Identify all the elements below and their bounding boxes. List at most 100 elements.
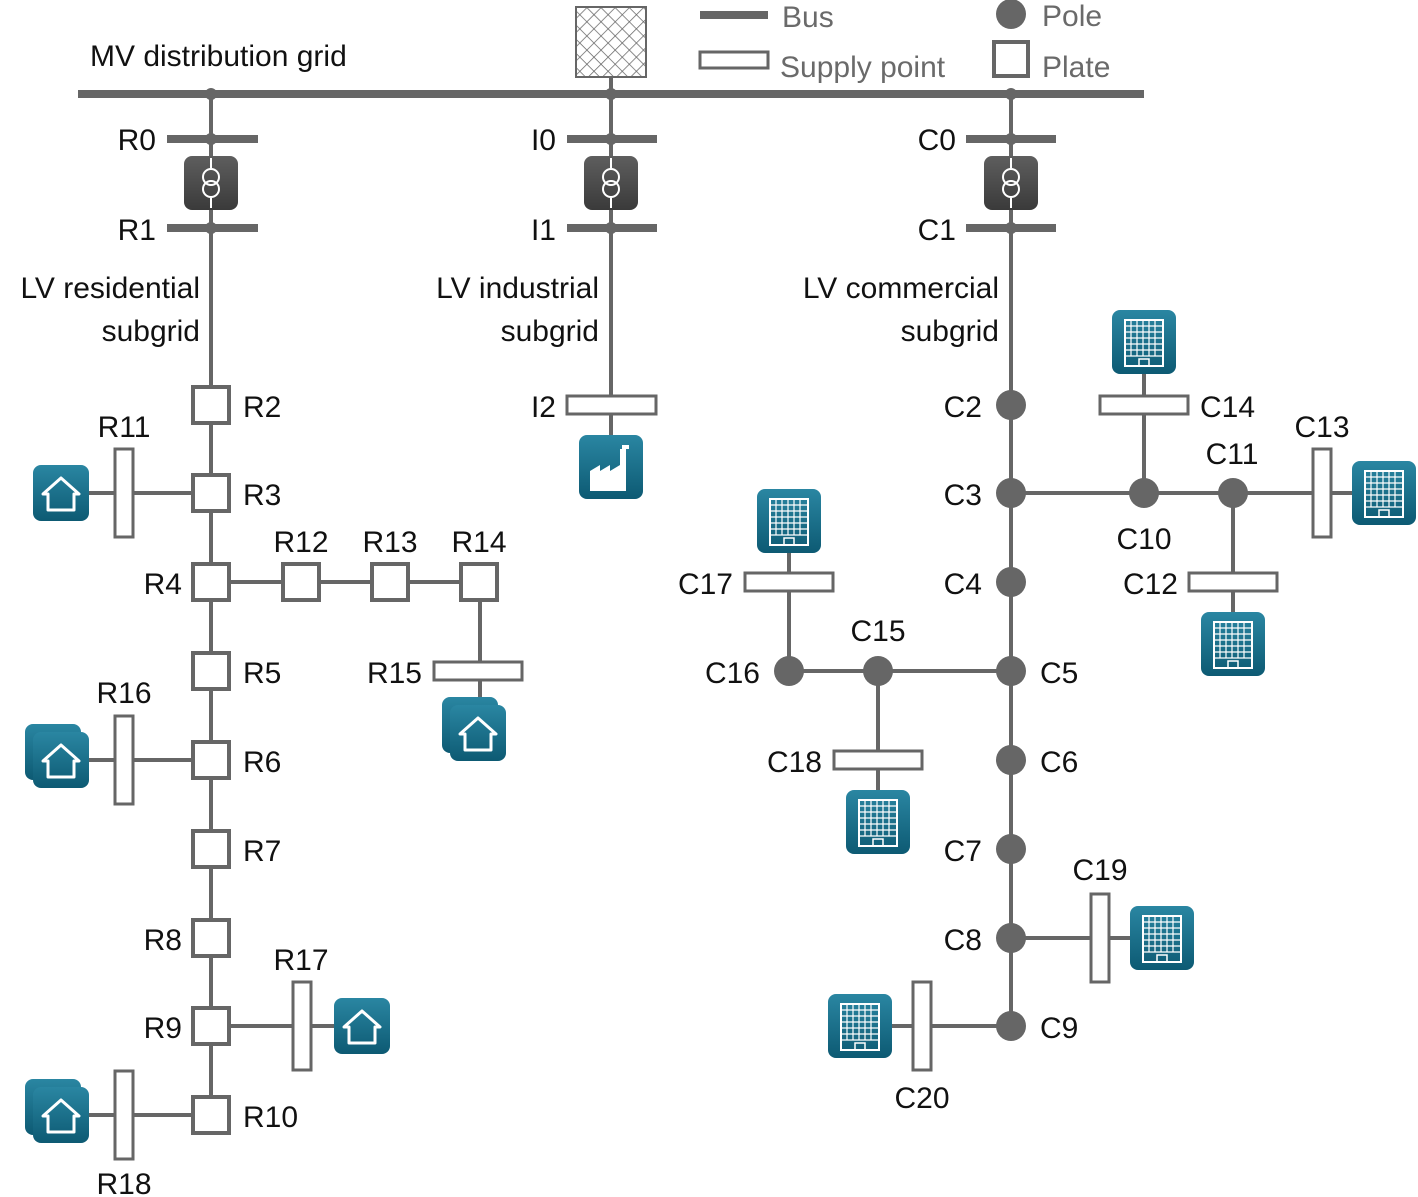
node-label-R14: R14 [451,526,506,559]
legend-supply-swatch [698,50,770,70]
legend: Bus Supply point Pole Plate [698,0,1110,84]
legend-plate-label: Plate [1042,51,1110,84]
node-label-C9: C9 [1040,1012,1078,1045]
pole-C11 [1218,478,1248,508]
supply-point-C19 [1089,892,1111,984]
plate-R2 [191,385,231,425]
plate-R3 [191,473,231,513]
office-building-icon [1351,460,1417,526]
node-label-R18: R18 [96,1168,151,1197]
plate-R14 [459,562,499,602]
plate-R8 [191,918,231,958]
pole-C7 [996,834,1026,864]
factory-icon [579,435,643,499]
office-building-icon [1111,309,1177,375]
node-label-C3: C3 [944,479,982,512]
residential-supply-points [113,447,524,1161]
legend-supply-label: Supply point [780,51,946,84]
supply-point-R16 [113,714,135,806]
node-label-R11: R11 [98,411,151,444]
commercial-poles [774,390,1248,1041]
pole-C4 [996,567,1026,597]
supply-point-C14 [1098,394,1190,416]
pole-C2 [996,390,1026,420]
node-label-R6: R6 [243,746,281,779]
supply-point-R15 [432,660,524,682]
node-label-C10: C10 [1116,523,1171,556]
node-label-R16: R16 [96,677,151,710]
node-label-C20: C20 [894,1082,949,1115]
supply-point-C20 [911,980,933,1072]
subgrid-label-residential-2: subgrid [102,315,200,348]
office-building-icon [845,789,911,855]
node-label-R2: R2 [243,391,281,424]
house-icon [31,463,91,523]
node-label-R15: R15 [367,657,422,690]
supply-point-I2 [565,394,658,416]
supply-point-R18 [113,1069,135,1161]
node-label-R12: R12 [273,526,328,559]
node-label-C16: C16 [705,657,760,690]
supply-point-R17 [291,980,313,1072]
subgrid-label-industrial: LV industrial [436,272,599,305]
node-label-R10: R10 [243,1101,298,1134]
node-label-C14: C14 [1200,391,1255,424]
plate-R5 [191,651,231,691]
legend-pole-swatch [996,0,1026,29]
subgrid-label-commercial: LV commercial [803,272,999,305]
node-label-R3: R3 [243,479,281,512]
commercial-wires [787,374,1352,1028]
node-label-C17: C17 [678,568,733,601]
plate-R7 [191,829,231,869]
transformer-icon [983,155,1039,211]
pole-C8 [996,923,1026,953]
node-label-C12: C12 [1123,568,1178,601]
node-label-R4: R4 [144,568,182,601]
pole-C6 [996,745,1026,775]
node-label-I2: I2 [531,391,556,424]
node-label-C6: C6 [1040,746,1078,779]
plate-R10 [191,1095,231,1135]
house-icon [31,730,91,790]
node-label-C18: C18 [767,746,822,779]
junction-dots [205,88,1017,234]
legend-plate-swatch [992,40,1030,78]
subgrid-label-commercial-2: subgrid [901,315,999,348]
node-label-R8: R8 [144,924,182,957]
supply-point-C12 [1187,571,1279,593]
pole-C3 [996,478,1026,508]
node-label-C15: C15 [850,615,905,648]
pole-C16 [774,656,804,686]
office-building-icon [756,488,822,554]
pole-C5 [996,656,1026,686]
supply-point-C17 [743,571,835,593]
hatched-square-icon [575,6,647,78]
plate-R4 [191,562,231,602]
office-building-icon [1200,611,1266,677]
node-label-I0: I0 [531,124,556,157]
plate-R6 [191,740,231,780]
node-label-R0: R0 [118,124,156,157]
transformer-icon [183,155,239,211]
plate-R13 [370,562,410,602]
legend-bus-label: Bus [782,1,834,34]
supply-point-C18 [832,749,924,771]
supply-point-C13 [1311,447,1333,539]
transformer-icon [583,155,639,211]
node-label-C13: C13 [1294,411,1349,444]
node-label-R1: R1 [118,214,156,247]
node-label-C11: C11 [1206,438,1259,471]
node-label-C8: C8 [944,924,982,957]
node-label-R9: R9 [144,1012,182,1045]
mv-grid-title: MV distribution grid [90,40,347,73]
office-building-icon [1129,905,1195,971]
pole-C9 [996,1011,1026,1041]
node-label-C7: C7 [944,835,982,868]
plate-R9 [191,1006,231,1046]
office-building-icon [827,993,893,1059]
pole-C10 [1129,478,1159,508]
residential-consumers [23,463,508,1145]
node-label-C1: C1 [918,214,956,247]
node-label-R5: R5 [243,657,281,690]
plate-R12 [281,562,321,602]
